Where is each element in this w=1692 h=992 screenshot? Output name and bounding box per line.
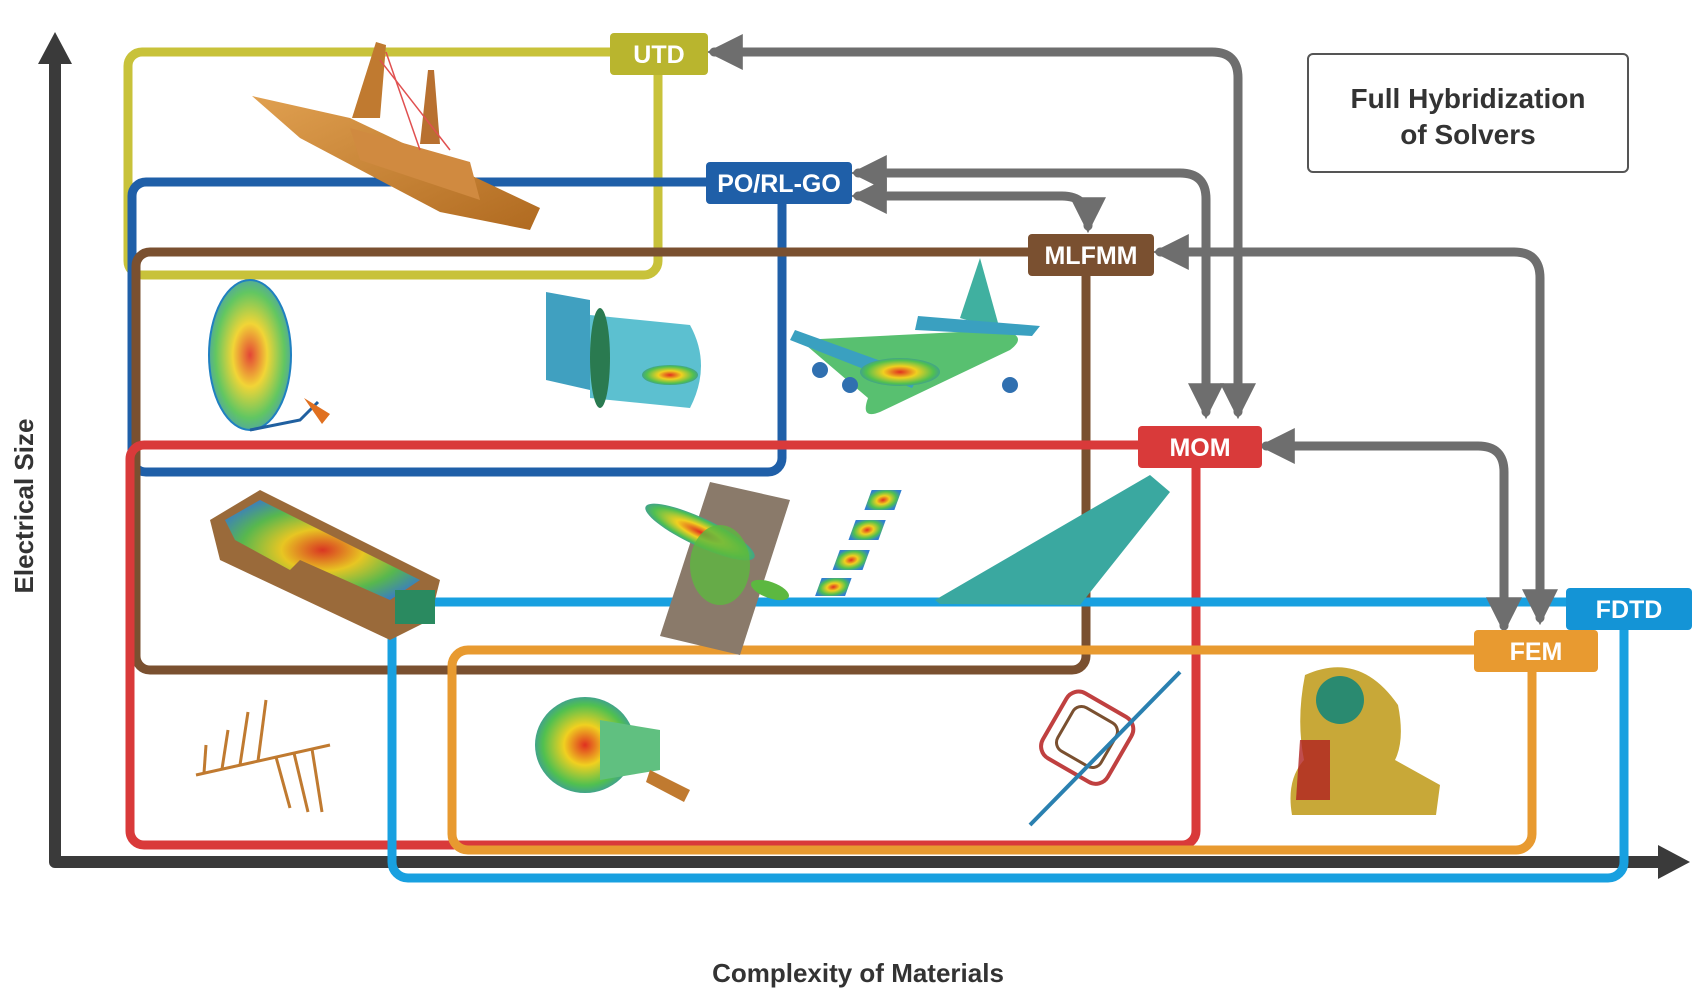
conformal-patch-illustration [815, 475, 1170, 605]
aircraft-illustration [790, 258, 1040, 415]
po-label-text: PO/RL-GO [717, 170, 841, 198]
rfid-tag-illustration [1028, 670, 1182, 827]
po-mom-arrow [850, 155, 1224, 420]
reflector-antenna-illustration [208, 279, 330, 432]
utd-mom-arrow [706, 34, 1256, 420]
fem-label: FEM [1474, 630, 1598, 672]
illustrations [195, 42, 1440, 827]
horn-field-illustration [546, 292, 701, 408]
indoor-room-illustration [210, 490, 440, 640]
hybrid-connections [706, 34, 1558, 634]
mom-label: MOM [1138, 426, 1262, 468]
y-axis-line [49, 60, 1660, 868]
legend-line-1: Full Hybridization [1351, 83, 1586, 114]
axes [38, 32, 1690, 879]
utd-label: UTD [610, 33, 708, 75]
legend-line-2: of Solvers [1400, 119, 1535, 150]
solver-labels: UTD PO/RL-GO MLFMM MOM FDTD FEM [610, 33, 1692, 672]
mlfmm-label: MLFMM [1028, 234, 1154, 276]
radiation-pattern-illustration [535, 697, 690, 802]
utd-label-text: UTD [633, 41, 684, 69]
fem-label-text: FEM [1510, 638, 1563, 666]
mom-region [125, 440, 1201, 850]
x-axis-arrow-icon [1658, 845, 1690, 879]
ship-illustration [252, 42, 540, 230]
fdtd-label: FDTD [1566, 588, 1692, 630]
utd-region [123, 47, 663, 280]
log-periodic-antenna-illustration [195, 699, 331, 813]
y-axis-arrow-icon [38, 32, 72, 64]
fdtd-label-text: FDTD [1596, 596, 1663, 624]
x-axis-label: Complexity of Materials [712, 958, 1004, 988]
y-axis-label: Electrical Size [9, 419, 39, 594]
legend-box: Full Hybridization of Solvers [1307, 53, 1629, 173]
mom-label-text: MOM [1169, 434, 1230, 462]
mlfmm-fdtd-arrow [1152, 234, 1558, 626]
mom-fem-arrow [1258, 428, 1522, 634]
mlfmm-label-text: MLFMM [1044, 242, 1137, 270]
fem-region [447, 645, 1537, 855]
po-label: PO/RL-GO [706, 162, 852, 204]
human-head-illustration [1290, 667, 1440, 815]
mlfmm-region [131, 247, 1091, 675]
po-mlfmm-arrow [850, 178, 1106, 234]
array-panel-illustration [645, 482, 790, 655]
